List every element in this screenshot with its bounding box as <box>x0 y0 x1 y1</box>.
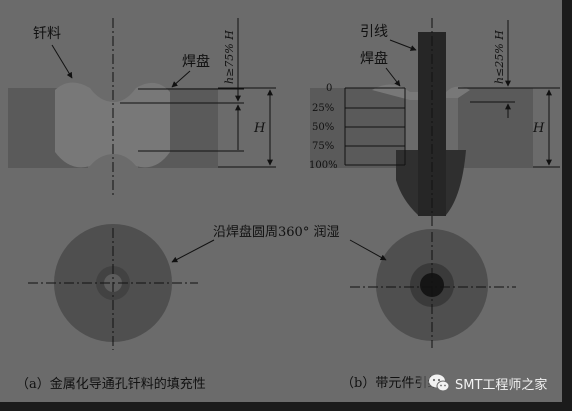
leader-solder-a <box>51 44 73 79</box>
via-top-view <box>28 224 198 350</box>
wechat-icon <box>429 374 450 392</box>
leader-wetting-a <box>171 239 215 263</box>
label-pct-50: 50% <box>312 122 334 133</box>
caption-b: （b）带元件引线 <box>341 376 440 391</box>
label-pct-25: 25% <box>312 103 334 114</box>
left-board-b <box>310 88 405 168</box>
label-lead: 引线 <box>360 24 388 40</box>
watermark-backdrop <box>420 372 562 394</box>
watermark: SMT工程师之家 <box>420 372 562 394</box>
label-h-le: h≤25% H <box>493 30 506 84</box>
leader-pad-a <box>171 70 191 88</box>
lead-end-b <box>420 273 444 297</box>
watermark-text: SMT工程师之家 <box>455 377 547 393</box>
label-pad-a: 焊盘 <box>182 53 210 70</box>
label-H-a: H <box>253 121 266 136</box>
leader-wetting-b <box>349 239 387 261</box>
leader-lead <box>389 39 417 51</box>
leader-pad-b <box>385 67 401 87</box>
lead-top-view <box>350 229 516 348</box>
top-solder-fillet-b2 <box>446 86 470 98</box>
label-solder-a: 钎料 <box>33 26 61 42</box>
bottom-solder-fillet-b <box>396 150 418 215</box>
label-pad-b: 焊盘 <box>360 50 388 67</box>
diagram-background <box>0 0 562 402</box>
label-pct-100: 100% <box>309 160 338 171</box>
via-solder-fill <box>55 82 170 168</box>
label-h-ge: h≥75% H <box>223 30 236 84</box>
label-pct-75: 75% <box>312 141 334 152</box>
label-H-b: H <box>532 121 545 136</box>
via-cross-section <box>8 18 276 196</box>
label-wetting: 沿焊盘圆周360° 润湿 <box>213 224 339 240</box>
label-pct-0: 0 <box>326 83 332 94</box>
lead-cross-section <box>310 18 560 226</box>
caption-a: （a）金属化导通孔钎料的填充性 <box>16 376 206 392</box>
right-board-b <box>458 88 533 168</box>
bottom-solder-fillet-b-right <box>446 150 466 215</box>
